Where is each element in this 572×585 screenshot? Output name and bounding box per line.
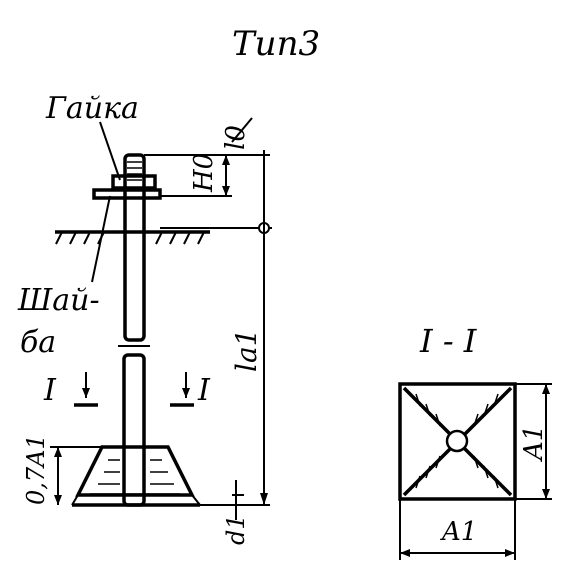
dimension-l0: l0 xyxy=(221,117,253,150)
bolt-rod-upper xyxy=(123,153,146,342)
dimension-h0: H0 xyxy=(144,153,270,197)
dimension-a1-right: A1 xyxy=(515,383,552,500)
thread-hatch xyxy=(127,161,142,181)
dim-l0-label: l0 xyxy=(221,125,251,150)
svg-text:I: I xyxy=(197,373,211,408)
ground-line xyxy=(55,230,210,245)
bolt-rod-lower xyxy=(122,353,146,507)
weld-hatch xyxy=(90,459,180,495)
nut-label: Гайка xyxy=(45,91,139,126)
dim-a1-right-label: A1 xyxy=(519,425,549,462)
section-title: I - I xyxy=(419,322,478,360)
section-marker-left: I xyxy=(43,372,98,408)
nut-shape xyxy=(111,174,157,190)
dim-d1-label: d1 xyxy=(222,514,250,545)
dim-la1-label: la1 xyxy=(230,329,263,372)
anchor-bolt xyxy=(92,153,162,507)
washer-label-line1: Шай- xyxy=(17,283,100,318)
washer-label-line2: ба xyxy=(20,325,56,360)
dimension-07a1: 0,7A1 xyxy=(22,434,104,505)
dimension-d1: d1 xyxy=(222,480,250,545)
drawing-title: Тип3 xyxy=(232,24,320,64)
washer-shape xyxy=(92,188,162,200)
section-marker-right: I xyxy=(170,372,211,408)
section-plate xyxy=(398,382,517,501)
section-weld-hatch xyxy=(415,393,499,489)
dim-h0-label: H0 xyxy=(189,153,219,193)
dimension-la1: la1 xyxy=(160,150,272,506)
nut-leader xyxy=(99,121,121,181)
dim-07a1-label: 0,7A1 xyxy=(22,434,50,505)
svg-text:I: I xyxy=(43,373,57,408)
dim-a1-bottom-label: A1 xyxy=(440,517,477,547)
anchor-plate xyxy=(71,445,201,507)
washer-leader xyxy=(91,195,111,283)
dimension-a1-bottom: A1 xyxy=(399,499,516,560)
